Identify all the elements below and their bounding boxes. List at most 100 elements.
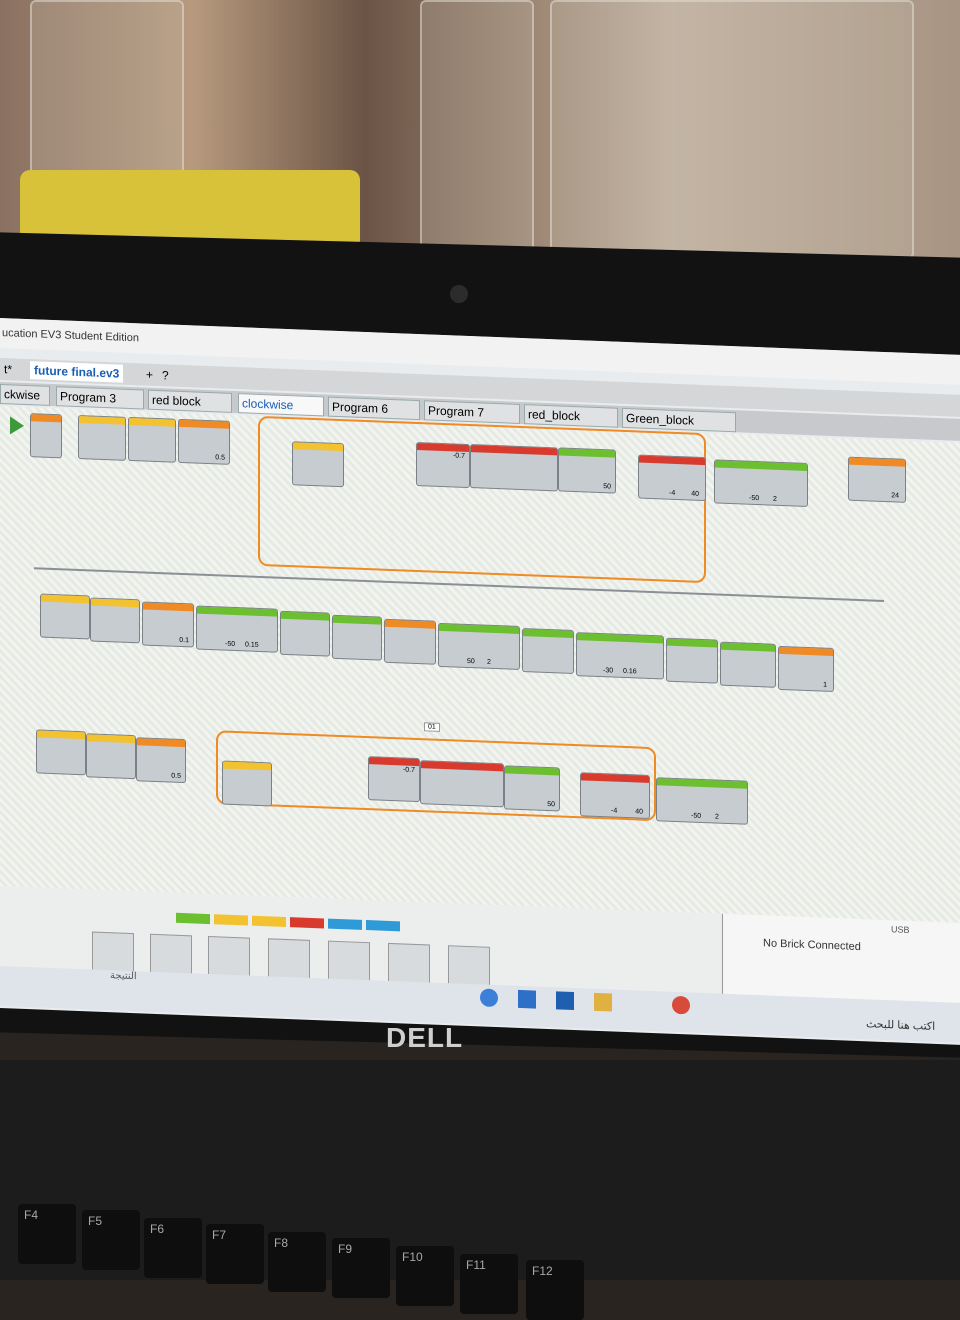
block-value: 2 [773, 495, 777, 503]
block-value: 50 [603, 483, 611, 491]
edge-icon[interactable] [480, 988, 498, 1008]
block-value: 40 [635, 808, 643, 816]
tab-program-6[interactable]: Program 6 [328, 396, 420, 421]
laptop-screen: ucation EV3 Student Edition t* future fi… [0, 318, 960, 1045]
motor-block[interactable]: 50 [558, 447, 616, 494]
block-value: 1 [823, 681, 827, 689]
tab-green-block[interactable]: Green_block [622, 407, 736, 433]
palette-tab-sensor[interactable] [252, 915, 286, 927]
key-f11[interactable]: F11 [460, 1254, 518, 1314]
block[interactable] [86, 733, 136, 780]
key-f5[interactable]: F5 [82, 1210, 140, 1270]
block-value: -4 [611, 807, 618, 815]
chrome-icon[interactable] [672, 995, 690, 1015]
math-block[interactable] [420, 760, 504, 808]
start-block-icon[interactable] [10, 416, 24, 435]
block-value: 0.1 [179, 636, 189, 645]
move-block[interactable]: -50 0.15 [196, 605, 278, 653]
block[interactable] [30, 413, 62, 459]
block-value: 24 [891, 492, 899, 500]
block[interactable] [40, 593, 90, 640]
block-value: 2 [715, 813, 719, 821]
brick-status: No Brick Connected [763, 937, 861, 954]
move-block[interactable]: -30 0.16 [576, 632, 664, 680]
wait-block[interactable]: 0.5 [178, 418, 230, 465]
loop-label: 01 [424, 722, 440, 732]
palette-tab-action[interactable] [176, 912, 210, 925]
key-f4[interactable]: F4 [18, 1204, 76, 1264]
math-block[interactable] [470, 444, 558, 492]
tab-red-block-2[interactable]: red_block [524, 404, 618, 428]
add-project-button[interactable]: + [146, 367, 154, 382]
block-value: -50 [225, 640, 236, 649]
block[interactable] [222, 760, 272, 807]
wait-block[interactable]: 0.5 [136, 737, 186, 784]
block[interactable] [720, 641, 776, 688]
block[interactable] [36, 729, 86, 776]
block-value: -4 [669, 489, 676, 497]
loop-block[interactable] [258, 415, 706, 584]
search-box[interactable]: اكتب هنا للبحث [866, 1018, 936, 1033]
motor-block[interactable]: 50 [504, 765, 560, 812]
variable-block[interactable]: -0.7 [416, 441, 470, 489]
block-value: -30 [603, 667, 614, 675]
block[interactable] [280, 610, 330, 657]
key-f12[interactable]: F12 [526, 1260, 584, 1320]
block-value: 2 [487, 658, 491, 666]
tab-ckwise[interactable]: ckwise [0, 384, 50, 406]
block[interactable] [128, 416, 176, 463]
compare-block[interactable]: -4 40 [638, 454, 706, 502]
dell-logo: DELL [386, 1022, 464, 1053]
tab-program-7[interactable]: Program 7 [424, 400, 520, 424]
file-tab-future-final[interactable]: future final.ev3 [30, 361, 124, 383]
key-f9[interactable]: F9 [332, 1238, 390, 1298]
key-f10[interactable]: F10 [396, 1246, 454, 1306]
store-icon[interactable] [556, 991, 574, 1011]
mail-icon[interactable] [518, 989, 536, 1009]
palette-tab-myblocks[interactable] [366, 920, 400, 932]
help-button[interactable]: ? [162, 368, 169, 383]
palette-tab-advanced[interactable] [328, 918, 362, 930]
compare-block[interactable]: -4 40 [580, 772, 650, 819]
tab-clockwise[interactable]: clockwise [238, 393, 324, 417]
key-f7[interactable]: F7 [206, 1224, 264, 1284]
block-value: 0.5 [171, 772, 181, 780]
block-value: -0.7 [402, 766, 415, 774]
key-f6[interactable]: F6 [144, 1218, 202, 1278]
block-value: 40 [691, 490, 699, 498]
palette-tab-data[interactable] [290, 917, 324, 929]
file-tab-previous[interactable]: t* [4, 362, 13, 377]
key-f8[interactable]: F8 [268, 1232, 326, 1292]
move-tank-block[interactable]: -50 2 [656, 777, 748, 825]
block[interactable] [90, 597, 140, 644]
block-value: 0.5 [215, 454, 225, 462]
tab-program-3[interactable]: Program 3 [56, 386, 144, 410]
block-value: -0.7 [452, 452, 465, 460]
webcam [450, 285, 468, 303]
variable-block[interactable]: -0.7 [368, 756, 420, 803]
motor-block[interactable]: 50 2 [438, 622, 520, 670]
block[interactable] [332, 614, 382, 661]
block-value: -50 [691, 812, 702, 820]
block-value: -50 [749, 494, 760, 503]
wait-block[interactable] [384, 618, 436, 665]
file-explorer-icon[interactable] [594, 992, 612, 1012]
wait-block[interactable]: 1 [778, 645, 834, 693]
wait-block[interactable]: 0.1 [142, 601, 194, 648]
block[interactable] [78, 414, 126, 461]
glass-jar-right [550, 0, 914, 259]
loop-interrupt-block[interactable]: 24 [848, 456, 906, 503]
laptop-keyboard: F4 F5 F6 F7 F8 F9 F10 F11 F12 [0, 1060, 960, 1320]
block[interactable] [522, 628, 574, 675]
palette-tab-flow[interactable] [214, 914, 248, 926]
move-tank-block[interactable]: -50 2 [714, 459, 808, 508]
weather-widget[interactable]: النتيجة [110, 970, 137, 983]
block-value: 0.16 [623, 667, 637, 676]
block-value: 50 [467, 657, 475, 666]
tab-red-block[interactable]: red block [148, 389, 232, 413]
block-value: 0.15 [245, 641, 259, 649]
connection-type: USB [891, 924, 910, 935]
programming-canvas[interactable]: 0.5 -0.7 50 -4 40 -50 2 24 0.1 -50 0.15 50 2… [0, 406, 960, 923]
block[interactable] [292, 441, 344, 488]
block[interactable] [666, 637, 718, 684]
